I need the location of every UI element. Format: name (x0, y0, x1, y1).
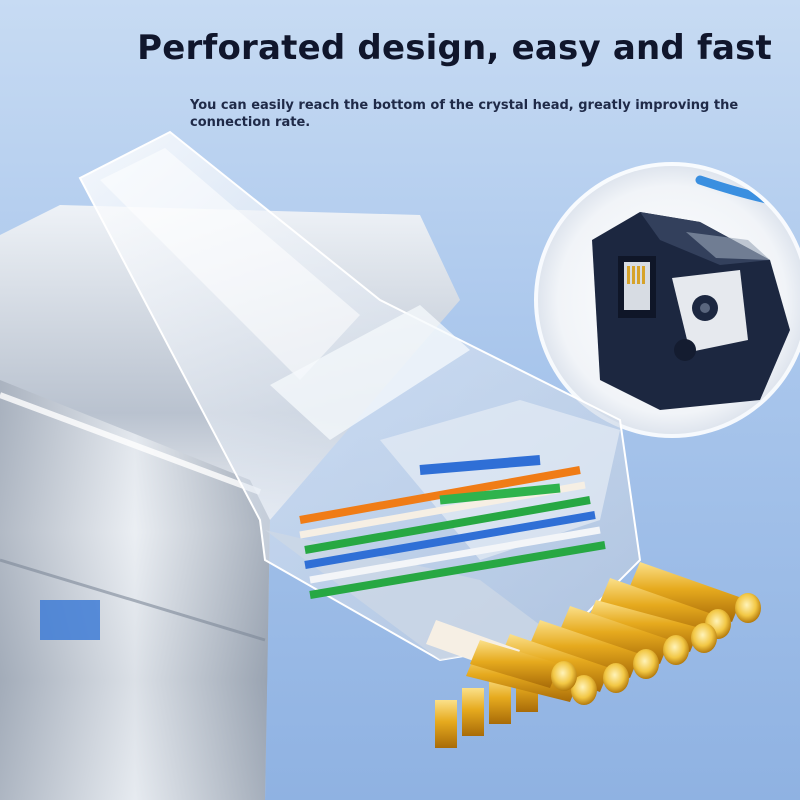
blue-tab (40, 600, 100, 640)
gold-pin (426, 620, 577, 691)
gold-pin (530, 620, 659, 679)
gold-pin (560, 606, 689, 665)
page-headline: Perforated design, easy and fast (137, 28, 772, 68)
twisted-pair-wires (299, 455, 606, 599)
gold-pins (426, 562, 761, 705)
page-subline: You can easily reach the bottom of the c… (190, 98, 739, 130)
crimp-tool-inset (534, 162, 800, 438)
gold-pin (630, 562, 761, 623)
